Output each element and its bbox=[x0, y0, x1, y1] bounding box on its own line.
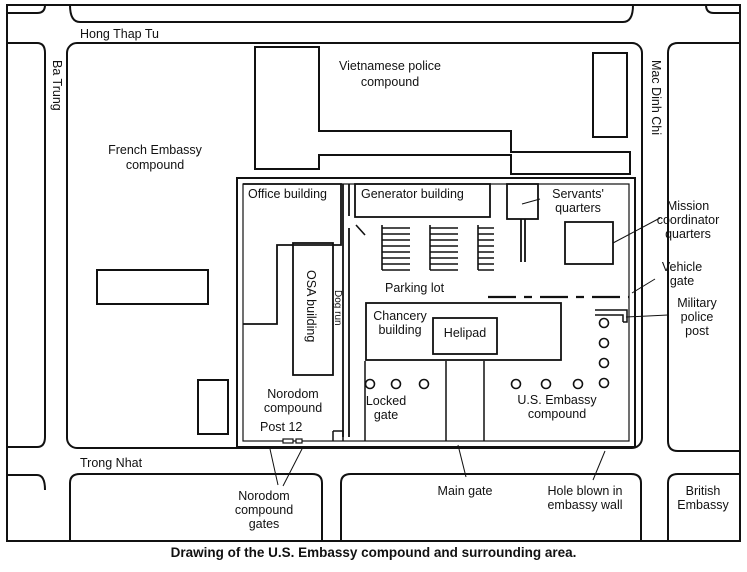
military-post-label-1: Military bbox=[677, 296, 717, 310]
helipad-shape bbox=[432, 317, 498, 355]
french-building bbox=[96, 269, 209, 305]
mission-building bbox=[564, 221, 614, 265]
norodom-gate-marks bbox=[282, 438, 303, 444]
vehicle-gate-label-2: gate bbox=[670, 274, 694, 288]
chancery-shape bbox=[365, 302, 562, 361]
generator-building-label: Generator building bbox=[361, 187, 464, 201]
office-building-label: Office building bbox=[248, 187, 327, 201]
norodom-gates-label-3: gates bbox=[249, 517, 280, 531]
vehicle-gate-label-1: Vehicle bbox=[662, 260, 702, 274]
southwest-building bbox=[197, 379, 229, 435]
mission-label-1: Mission bbox=[667, 199, 709, 213]
dog-run-label: Dog run bbox=[332, 290, 343, 326]
servants-label-2: quarters bbox=[555, 201, 601, 215]
map-labels: Vietnamese police compound French Embass… bbox=[108, 59, 729, 531]
generator-building bbox=[354, 183, 491, 218]
bollards bbox=[364, 317, 610, 390]
military-post-label-3: post bbox=[685, 324, 709, 338]
street-ba-trung: Ba Trung bbox=[50, 60, 64, 111]
british-embassy-label-1: British bbox=[686, 484, 721, 498]
us-embassy-label-2: compound bbox=[528, 407, 586, 421]
locked-gate-label-1: Locked bbox=[366, 394, 406, 408]
helipad-label: Helipad bbox=[444, 326, 486, 340]
inner-structures bbox=[243, 183, 628, 441]
mission-label-3: quarters bbox=[665, 227, 711, 241]
map-frame bbox=[6, 4, 741, 542]
vietnamese-police-label-2: compound bbox=[361, 75, 419, 89]
pointer-lines bbox=[269, 198, 669, 487]
osa-building-label: OSA building bbox=[304, 270, 318, 342]
office-building bbox=[243, 183, 342, 325]
street-hong-thap-tu: Hong Thap Tu bbox=[80, 27, 159, 41]
vietnamese-police-label-1: Vietnamese police bbox=[339, 59, 441, 73]
map-caption: Drawing of the U.S. Embassy compound and… bbox=[170, 545, 577, 560]
main-gate-label: Main gate bbox=[438, 484, 493, 498]
norodom-compound-label-1: Norodom bbox=[267, 387, 318, 401]
locked-gate-label-2: gate bbox=[374, 408, 398, 422]
norodom-compound-label-2: compound bbox=[264, 401, 322, 415]
french-embassy-label-2: compound bbox=[126, 158, 184, 172]
military-post-label-2: police bbox=[681, 310, 714, 324]
chancery-label-1: Chancery bbox=[373, 309, 427, 323]
parking-lot-label: Parking lot bbox=[385, 281, 445, 295]
street-trong-nhat: Trong Nhat bbox=[80, 456, 143, 470]
hole-label-1: Hole blown in bbox=[547, 484, 622, 498]
us-embassy-label-1: U.S. Embassy bbox=[517, 393, 597, 407]
osa-building-shape bbox=[292, 242, 334, 376]
surrounding-buildings bbox=[96, 46, 631, 435]
chancery-label-2: building bbox=[378, 323, 421, 337]
servants-label-1: Servants' bbox=[552, 187, 604, 201]
norodom-gates-label-2: compound bbox=[235, 503, 293, 517]
east-building bbox=[592, 52, 628, 138]
vietnamese-police-building bbox=[254, 46, 631, 175]
servants-building bbox=[506, 183, 539, 220]
french-embassy-label-1: French Embassy bbox=[108, 143, 203, 157]
parking-stripes bbox=[355, 224, 494, 271]
hole-label-2: embassy wall bbox=[547, 498, 622, 512]
norodom-gates-label-1: Norodom bbox=[238, 489, 289, 503]
street-mac-dinh-chi: Mac Dinh Chi bbox=[649, 60, 663, 135]
british-embassy-label-2: Embassy bbox=[677, 498, 729, 512]
post-12-label: Post 12 bbox=[260, 420, 302, 434]
mission-label-2: coordinator bbox=[657, 213, 720, 227]
